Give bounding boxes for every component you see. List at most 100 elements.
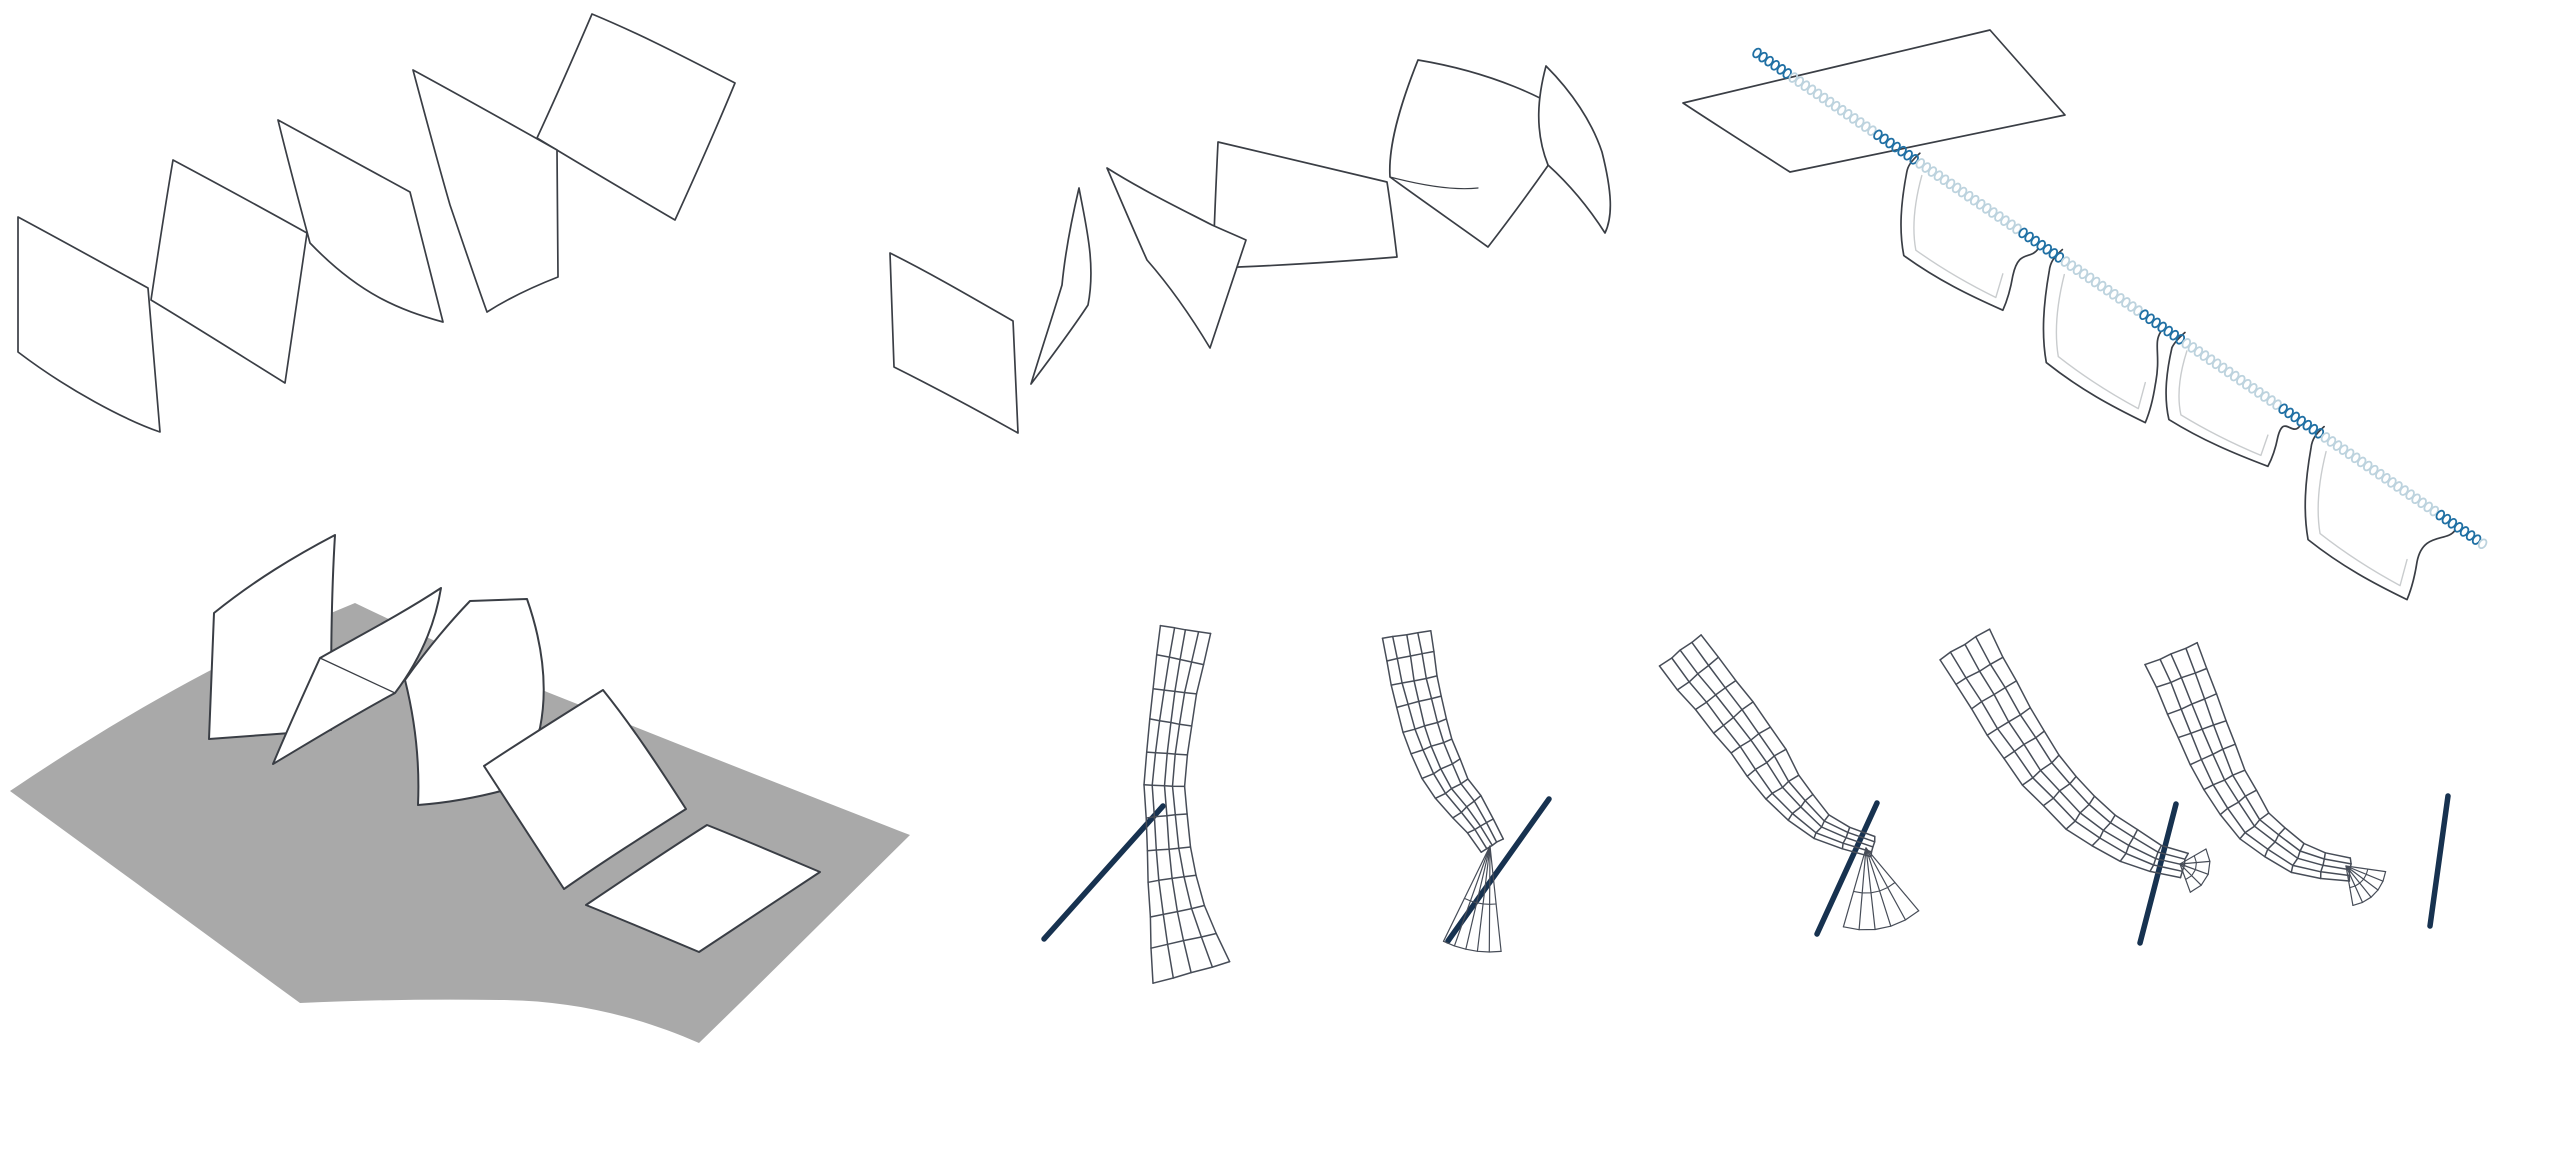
mesh-row-line xyxy=(1765,774,1800,800)
ring-pale xyxy=(2229,370,2240,382)
fan-tip-line xyxy=(2352,871,2387,906)
ring-dark xyxy=(2048,248,2059,259)
ring-dark xyxy=(1758,51,1768,63)
panel-ground-plane-scene xyxy=(10,534,910,1043)
ring-dark xyxy=(1873,129,1883,141)
standing-sheet-5 xyxy=(585,824,821,953)
mesh-column-line xyxy=(1988,628,2189,855)
ring-dark xyxy=(1752,47,1762,59)
ring-dark xyxy=(2018,227,2028,239)
ring-pale xyxy=(1982,203,1992,214)
ring-pale xyxy=(1830,100,1841,112)
ring-pale xyxy=(2405,489,2415,500)
mesh-row-line xyxy=(1955,656,2004,686)
deformed-fold-line xyxy=(1389,176,1479,190)
ring-pale xyxy=(1963,190,1974,202)
ring-pale xyxy=(2356,456,2367,468)
ring-pale xyxy=(2181,338,2192,349)
mesh-row-line xyxy=(1813,814,1830,840)
ring-pale xyxy=(2090,276,2101,288)
mesh-row-line xyxy=(1434,778,1469,800)
fan-line xyxy=(2179,863,2209,875)
mesh-row-line xyxy=(1746,748,1787,778)
mesh-row-line xyxy=(1145,813,1188,819)
fan-line xyxy=(1476,845,1491,952)
hanging-sheet-4 xyxy=(2304,425,2456,601)
fan-line xyxy=(1865,847,1920,912)
ring-dark xyxy=(1903,149,1913,161)
fan-line xyxy=(2179,860,2211,865)
ring-pale xyxy=(2205,354,2216,366)
ring-pale xyxy=(2344,448,2355,460)
mesh-row-line xyxy=(2149,844,2163,873)
fan-line xyxy=(2179,863,2202,886)
ring-dark xyxy=(1885,137,1895,149)
ring-pale xyxy=(2102,284,2113,296)
mesh-row-line xyxy=(2144,641,2198,666)
mesh-row-line xyxy=(1146,846,1192,852)
deformed-sheet-3 xyxy=(1106,167,1247,349)
mesh-strip-4 xyxy=(1939,628,2211,893)
ring-pale xyxy=(2350,452,2361,464)
ring-pale xyxy=(1861,121,1871,132)
mesh-row-line xyxy=(1152,687,1198,695)
ring-pale xyxy=(2417,497,2427,509)
mesh-row-line xyxy=(1143,784,1186,788)
mesh-column-line xyxy=(1171,630,1214,968)
ring-pale xyxy=(2393,481,2403,492)
ring-pale xyxy=(1994,211,2004,222)
mesh-column-line xyxy=(2144,663,2351,882)
ring-pale xyxy=(2211,358,2222,370)
mesh-row-line xyxy=(1787,793,1814,821)
ring-pale xyxy=(2000,215,2010,226)
ring-pale xyxy=(1933,170,1944,181)
mesh-row-line xyxy=(1149,904,1206,918)
ring-pale xyxy=(2387,477,2397,488)
fan-line xyxy=(1465,845,1491,950)
ring-dark xyxy=(2284,407,2294,419)
mesh-row-line xyxy=(2219,789,2258,816)
fan-line xyxy=(2179,863,2191,893)
mesh-row-line xyxy=(1939,628,1991,661)
ring-pale xyxy=(1849,113,1859,124)
mesh-column-line xyxy=(1700,634,1876,838)
ring-pale xyxy=(1812,88,1823,100)
mesh-column-line xyxy=(1381,637,1482,853)
fan-line xyxy=(1865,847,1892,927)
fan-line xyxy=(1489,845,1502,952)
ring-pale xyxy=(1957,186,1968,198)
mesh-row-line xyxy=(1145,751,1189,756)
fan-line xyxy=(1865,847,1876,931)
ring-pale xyxy=(2223,366,2234,378)
ring-dark xyxy=(2157,321,2167,333)
hanging-sheet-4-ghost xyxy=(2317,450,2408,587)
deformed-sheet-2 xyxy=(1030,187,1092,385)
ring-pale xyxy=(2072,264,2083,276)
mesh-row-line xyxy=(1658,634,1702,667)
ring-pale xyxy=(2115,293,2125,304)
mesh-row-line xyxy=(1986,706,2032,736)
mesh-row-line xyxy=(2166,693,2218,715)
mesh-column-line xyxy=(1143,624,1162,984)
ring-pale xyxy=(2193,346,2204,357)
ring-pale xyxy=(1806,84,1817,96)
mesh-row-line xyxy=(1152,960,1231,984)
mesh-column-line xyxy=(1964,643,2186,866)
hanging-sheet-2-ghost xyxy=(2055,273,2146,410)
mesh-column-line xyxy=(1679,649,1874,848)
ring-pale xyxy=(1855,117,1865,128)
ring-pale xyxy=(2320,432,2331,443)
mesh-row-line xyxy=(1712,701,1754,734)
mesh-row-line xyxy=(2239,812,2270,840)
ring-dark xyxy=(1897,145,1907,157)
mesh-strip-1 xyxy=(1143,624,1231,984)
ring-dark xyxy=(1764,55,1774,67)
mesh-column-line xyxy=(1151,627,1176,979)
fan-tip-line xyxy=(1842,910,1920,931)
ring-dark xyxy=(2054,252,2065,263)
ring-pale xyxy=(2375,468,2385,480)
fan-line xyxy=(1858,847,1867,931)
ring-dark xyxy=(2030,235,2040,247)
fan-line xyxy=(1842,847,1867,928)
hanging-sheet-1 xyxy=(1900,152,2040,312)
